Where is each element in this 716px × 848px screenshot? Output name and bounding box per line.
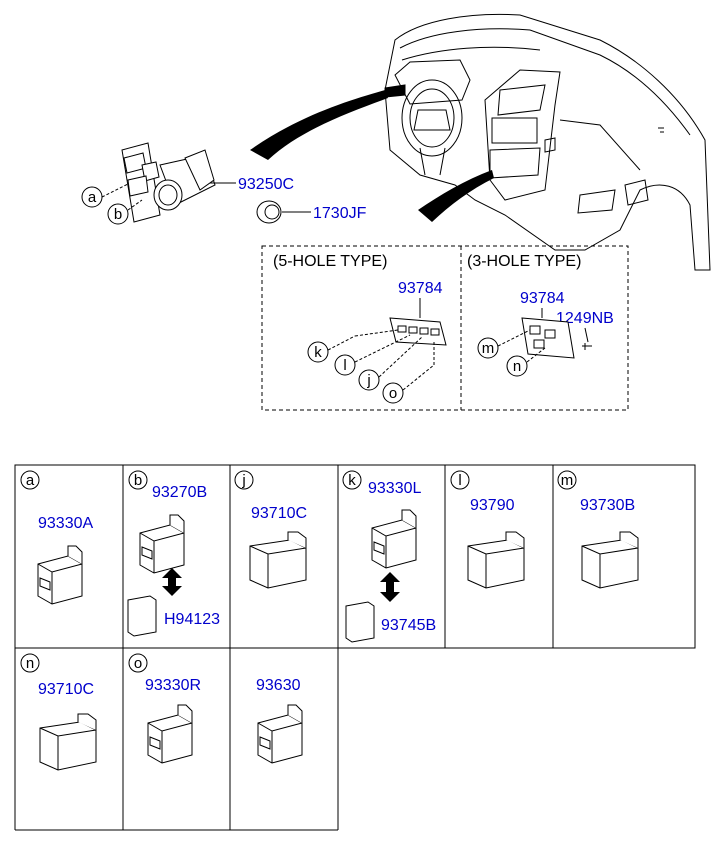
- callout-n: n: [506, 355, 528, 377]
- callout-l: l: [334, 354, 356, 376]
- cell-l: l 93790: [450, 470, 525, 589]
- cell-k: k 93330L 93745B: [342, 470, 436, 643]
- hole-type-box: [261, 245, 629, 411]
- part-number-cell-93630[interactable]: 93630: [256, 677, 301, 694]
- switch-icon: [39, 713, 97, 771]
- svg-text:m: m: [561, 472, 574, 489]
- cell-n: n 93710C: [20, 653, 97, 771]
- part-number-bracket-3hole[interactable]: 93784: [520, 290, 565, 307]
- dashboard-illustration: [384, 13, 711, 271]
- switch-icon: [371, 509, 417, 569]
- cell-o: o 93330R: [128, 653, 201, 764]
- part-number-cell-b[interactable]: 93270B: [152, 484, 207, 501]
- part-number-cell-n[interactable]: 93710C: [38, 681, 94, 698]
- switch-icon: [467, 531, 525, 589]
- svg-text:n: n: [513, 358, 521, 375]
- part-number-bracket-5hole[interactable]: 93784: [398, 280, 443, 297]
- parts-table: [14, 464, 696, 831]
- switch-icon: [147, 704, 193, 764]
- callout-m: m: [477, 337, 499, 359]
- svg-text:m: m: [482, 340, 495, 357]
- cell-j: j 93710C: [234, 470, 307, 589]
- svg-text:b: b: [114, 206, 122, 223]
- svg-text:l: l: [458, 472, 461, 489]
- svg-text:n: n: [26, 655, 34, 672]
- svg-text:k: k: [314, 344, 322, 361]
- part-number-cell-a[interactable]: 93330A: [38, 515, 93, 532]
- part-number-cell-m[interactable]: 93730B: [580, 497, 635, 514]
- leader-arrow: [250, 90, 388, 160]
- leader-arrow: [418, 170, 494, 222]
- callout-j: j: [358, 369, 380, 391]
- part-number-plug[interactable]: 1730JF: [313, 205, 367, 222]
- cell-a: a 93330A: [20, 470, 93, 605]
- part-number-cell-o[interactable]: 93330R: [145, 677, 201, 694]
- callout-k: k: [307, 341, 329, 363]
- svg-text:j: j: [366, 372, 370, 389]
- bracket-3hole-illustration: [521, 317, 592, 359]
- part-number-cell-b-sub[interactable]: H94123: [164, 611, 220, 628]
- switch-icon: [257, 704, 303, 764]
- callout-a: a: [81, 186, 103, 208]
- svg-text:a: a: [88, 189, 97, 206]
- part-number-switch-panel[interactable]: 93250C: [238, 176, 294, 193]
- part-number-screw[interactable]: 1249NB: [556, 310, 614, 327]
- callout-b: b: [107, 203, 129, 225]
- part-number-cell-k-sub[interactable]: 93745B: [381, 617, 436, 634]
- five-hole-title: (5-HOLE TYPE): [273, 253, 387, 270]
- callout-o: o: [382, 382, 404, 404]
- svg-text:j: j: [241, 472, 245, 489]
- svg-text:k: k: [348, 472, 356, 489]
- plug-illustration: [256, 200, 282, 224]
- svg-text:a: a: [26, 472, 35, 489]
- svg-text:l: l: [343, 357, 346, 374]
- svg-text:o: o: [389, 385, 397, 402]
- svg-text:b: b: [134, 472, 142, 489]
- part-number-cell-l[interactable]: 93790: [470, 497, 515, 514]
- switch-icon: [139, 514, 185, 574]
- switch-icon: [37, 545, 83, 605]
- three-hole-title: (3-HOLE TYPE): [467, 253, 581, 270]
- part-number-cell-j[interactable]: 93710C: [251, 505, 307, 522]
- svg-text:o: o: [134, 655, 142, 672]
- switch-icon: [581, 531, 639, 589]
- double-arrow-icon: [162, 568, 182, 596]
- cell-m: m 93730B: [557, 470, 639, 589]
- cell-93630: 93630: [256, 677, 303, 764]
- bracket-5hole-illustration: [389, 317, 447, 346]
- switch-icon: [249, 531, 307, 589]
- cell-b: b 93270B H94123: [127, 470, 220, 637]
- switch-panel-illustration: [121, 142, 216, 223]
- part-number-cell-k[interactable]: 93330L: [368, 480, 421, 497]
- double-arrow-icon: [380, 572, 400, 602]
